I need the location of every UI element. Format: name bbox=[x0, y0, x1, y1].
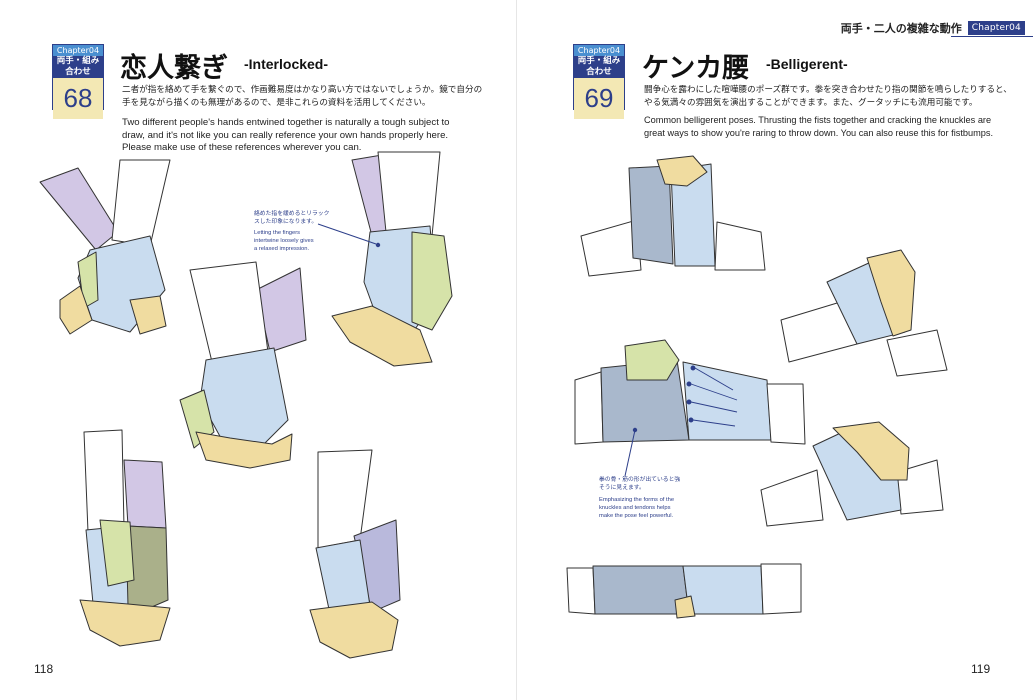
fists-illustration-a bbox=[580, 155, 766, 277]
body-jp-line: やる気満々の雰囲気を演出することができます。また、グータッチにも流用可能です。 bbox=[644, 98, 978, 108]
header-rule bbox=[951, 36, 1033, 37]
page-number-left: 118 bbox=[34, 662, 54, 676]
badge-chapter: Chapter04 bbox=[53, 45, 103, 56]
body-text-en: Two different people's hands entwined to… bbox=[122, 117, 502, 155]
body-en-line: Common belligerent poses. Thrusting the … bbox=[644, 115, 992, 125]
belligerent-hands-illustrations bbox=[566, 155, 948, 619]
callout-en-line: Letting the fingers bbox=[254, 230, 301, 236]
body-text-en: Common belligerent poses. Thrusting the … bbox=[644, 114, 1026, 139]
body-en-line: Two different people's hands entwined to… bbox=[122, 117, 450, 128]
fists-illustration-d bbox=[760, 421, 944, 527]
body-en-line: Please make use of these references wher… bbox=[122, 142, 362, 153]
callout-en-line: Emphasizing the forms of the bbox=[599, 497, 675, 503]
knuckle-callout-markers bbox=[686, 365, 738, 427]
badge-number: 68 bbox=[53, 78, 103, 119]
callout-leader-line bbox=[317, 223, 377, 245]
fists-illustration-b bbox=[780, 249, 948, 377]
fists-illustration-e bbox=[566, 563, 802, 619]
entry-badge-68: Chapter04 両手・組み合わせ 68 bbox=[52, 44, 104, 119]
interlocked-hands-illustrations bbox=[39, 151, 453, 659]
callout-en-line: knuckles and tendons helps bbox=[599, 505, 671, 511]
body-en-line: great ways to show you're raring to thro… bbox=[644, 127, 994, 138]
entry-title-en: -Interlocked- bbox=[244, 56, 329, 72]
right-page: 両手・二人の複雑な動作 Chapter04 Chapter04 両手・組み合わせ… bbox=[517, 0, 1033, 700]
hands-illustration-4 bbox=[79, 429, 171, 647]
entry-title-en: -Belligerent- bbox=[766, 56, 848, 72]
body-jp-line: 手を見ながら描くのも無理があるので、是非これらの資料を活用してください。 bbox=[122, 98, 431, 108]
hands-illustration-2 bbox=[331, 151, 453, 367]
body-text-jp: 闘争心を露わにした喧嘩腰のポーズ群です。拳を突き合わせたり指の関節を鳴らしたりす… bbox=[644, 84, 1024, 110]
callout-text-jp: 拳の骨・筋の形が出ていると強 そうに見えます。 bbox=[599, 476, 699, 492]
body-jp-line: 闘争心を露わにした喧嘩腰のポーズ群です。拳を突き合わせたり指の関節を鳴らしたりす… bbox=[644, 85, 1012, 95]
hands-illustration-1 bbox=[39, 159, 171, 335]
callout-en-line: intertwine loosely gives bbox=[254, 238, 314, 244]
callout-en-line: make the pose feel powerful. bbox=[599, 513, 674, 519]
callout-leader-line bbox=[624, 429, 636, 477]
left-page: Chapter04 両手・組み合わせ 68 恋人繋ぎ -Interlocked-… bbox=[0, 0, 516, 700]
callout-text-en: Letting the fingers intertwine loosely g… bbox=[254, 229, 334, 253]
page-gutter bbox=[516, 0, 517, 700]
badge-subtitle: 両手・組み合わせ bbox=[53, 56, 103, 78]
entry-title-jp: ケンカ腰 bbox=[642, 53, 750, 84]
badge-number: 69 bbox=[574, 78, 624, 119]
badge-chapter: Chapter04 bbox=[574, 45, 624, 56]
callout-text-jp: 絡めた指を緩めるとリラック スした印象になります。 bbox=[254, 210, 334, 226]
entry-title-jp: 恋人繋ぎ bbox=[120, 53, 228, 84]
callout-jp-line: そうに見えます。 bbox=[599, 485, 645, 491]
callout-jp-line: スした印象になります。 bbox=[254, 219, 318, 225]
hands-illustration-3 bbox=[179, 261, 307, 469]
running-header: 両手・二人の複雑な動作 Chapter04 bbox=[841, 20, 1025, 36]
body-en-line: draw, and it's not like you can really r… bbox=[122, 129, 449, 141]
body-jp-line: 二者が指を絡めて手を繋ぐので、作画難易度はかなり高い方ではないでしょうか。鏡で自… bbox=[122, 85, 483, 95]
running-header-chapter-tag: Chapter04 bbox=[967, 21, 1025, 35]
page-number-right: 119 bbox=[971, 662, 991, 676]
running-header-title: 両手・二人の複雑な動作 bbox=[840, 22, 962, 35]
callout-dot bbox=[375, 242, 381, 248]
entry-badge-69: Chapter04 両手・組み合わせ 69 bbox=[573, 44, 625, 119]
callout-jp-line: 絡めた指を緩めるとリラック bbox=[254, 211, 330, 217]
callout-en-line: a relaxed impression. bbox=[254, 246, 310, 252]
callout-jp-line: 拳の骨・筋の形が出ていると強 bbox=[599, 477, 681, 483]
badge-subtitle: 両手・組み合わせ bbox=[574, 56, 624, 78]
body-text-jp: 二者が指を絡めて手を繋ぐので、作画難易度はかなり高い方ではないでしょうか。鏡で自… bbox=[122, 84, 494, 110]
hands-illustration-5 bbox=[309, 449, 401, 659]
fists-illustration-c bbox=[574, 339, 806, 445]
callout-text-en: Emphasizing the forms of the knuckles an… bbox=[599, 496, 703, 520]
